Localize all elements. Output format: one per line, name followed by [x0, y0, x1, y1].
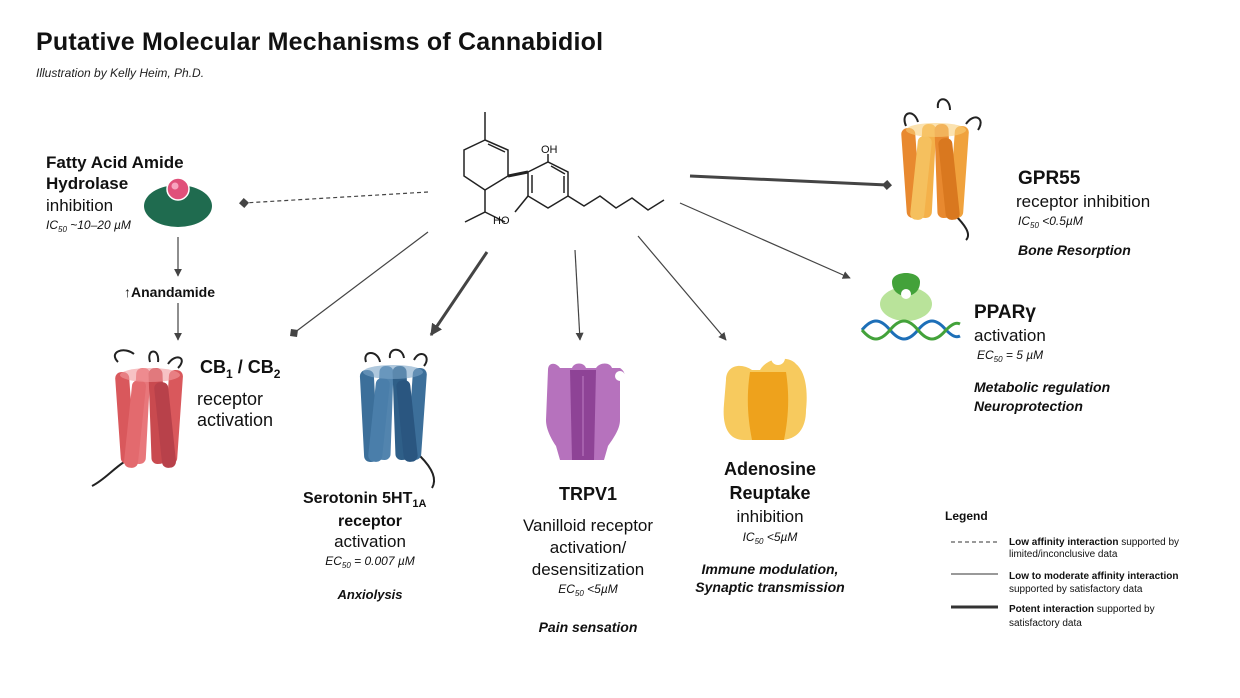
legend-item-2-line1: Potent interaction supported by	[1009, 604, 1155, 615]
trpv1-name: TRPV1	[559, 484, 617, 504]
gpr55-effect: Bone Resorption	[1018, 242, 1131, 258]
legend-item-2-line2: satisfactory data	[1009, 618, 1082, 629]
trpv1-arrow	[574, 249, 584, 341]
cb-receptor-icon	[91, 349, 183, 487]
ppar-ec50: EC50 = 5 µM	[977, 348, 1043, 364]
gpr55-potent-line	[689, 174, 892, 190]
serotonin-name-line1: Serotonin 5HT1A	[303, 490, 426, 510]
legend-item-0-line1: Low affinity interaction supported by	[1009, 537, 1179, 548]
page-title: Putative Molecular Mechanisms of Cannabi…	[36, 28, 604, 56]
adenosine-name-line2: Reuptake	[729, 483, 810, 503]
trpv1-action-line3: desensitization	[532, 560, 644, 579]
cb-interaction-line	[290, 231, 429, 337]
ho-label: HO	[493, 215, 510, 227]
serotonin-name-line2: receptor	[338, 513, 402, 530]
adenosine-action: inhibition	[736, 507, 803, 526]
legend-title: Legend	[945, 509, 988, 523]
ppar-effect-line2: Neuroprotection	[974, 398, 1083, 414]
ppar-name: PPARγ	[974, 302, 1036, 323]
faah-ic50: IC50 ~10–20 µM	[46, 218, 131, 234]
adenosine-effect-line1: Immune modulation,	[702, 561, 839, 577]
cb-action-line2: activation	[197, 410, 273, 430]
serotonin-receptor-icon	[359, 348, 436, 489]
adenosine-ic50: IC50 <5µM	[743, 530, 798, 546]
legend: Legend Low affinity interaction supporte…	[945, 509, 1179, 629]
legend-item-1-line2: supported by satisfactory data	[1009, 584, 1143, 595]
legend-item-1-line1: Low to moderate affinity interaction	[1009, 571, 1178, 582]
trpv1-action-line1: Vanilloid receptor	[523, 516, 653, 535]
anandamide-label: ↑Anandamide	[124, 284, 215, 300]
ppar-effect-line1: Metabolic regulation	[974, 379, 1110, 395]
gpr55-name: GPR55	[1018, 168, 1081, 189]
cb-name: CB1 / CB2	[200, 357, 281, 381]
faah-low-affinity-line	[239, 191, 429, 208]
faah-name-line1: Fatty Acid Amide	[46, 153, 184, 172]
faah-name-line2: Hydrolase	[46, 174, 128, 193]
legend-item-0-line2: limited/inconclusive data	[1009, 549, 1118, 560]
trpv1-action-line2: activation/	[550, 538, 627, 557]
ppar-receptor-icon	[860, 273, 961, 341]
adenosine-arrow	[637, 235, 727, 341]
gpr55-ic50: IC50 <0.5µM	[1018, 214, 1083, 230]
illustration-credit: Illustration by Kelly Heim, Ph.D.	[36, 66, 205, 80]
trpv1-effect: Pain sensation	[539, 619, 638, 635]
adenosine-transporter-icon	[723, 351, 807, 440]
serotonin-action: activation	[334, 532, 406, 551]
gpr55-action: receptor inhibition	[1016, 192, 1150, 211]
faah-enzyme-icon	[144, 177, 212, 227]
serotonin-ec50: EC50 = 0.007 µM	[325, 554, 415, 570]
ppar-arrow	[679, 202, 851, 279]
faah-action: inhibition	[46, 196, 113, 215]
trpv1-ec50: EC50 <5µM	[558, 582, 618, 598]
serotonin-potent-arrow	[429, 251, 489, 336]
cb-action-line1: receptor	[197, 389, 263, 409]
ppar-action: activation	[974, 326, 1046, 345]
cannabidiol-structure-icon	[463, 112, 665, 223]
serotonin-effect: Anxiolysis	[336, 587, 402, 602]
gpr55-receptor-icon	[901, 98, 982, 241]
oh-label: OH	[541, 144, 558, 156]
adenosine-name-line1: Adenosine	[724, 459, 816, 479]
trpv1-channel-icon	[546, 363, 625, 460]
adenosine-effect-line2: Synaptic transmission	[695, 579, 844, 595]
